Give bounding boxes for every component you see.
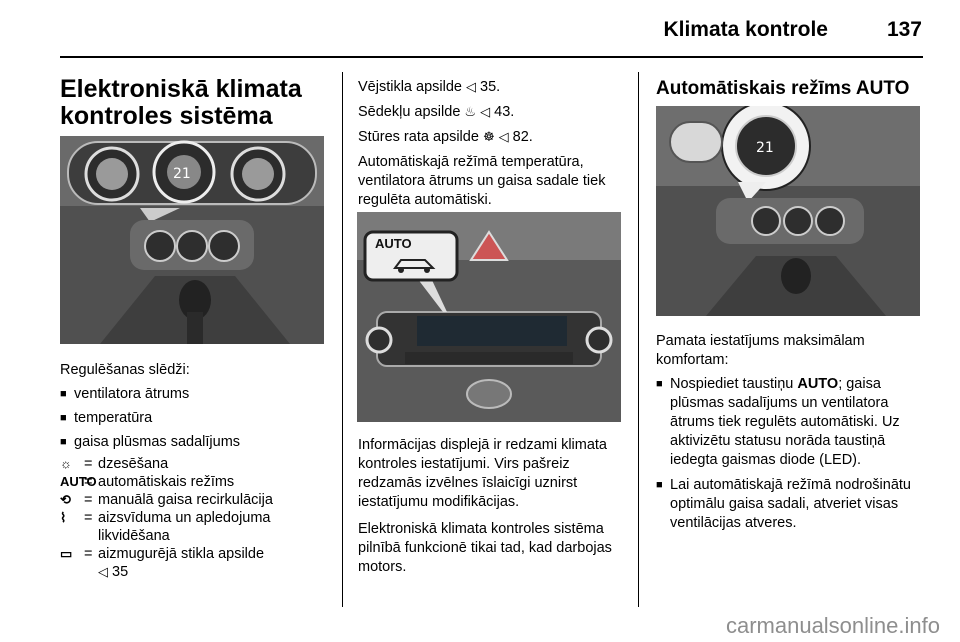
auto-label: AUTO (60, 474, 97, 489)
page-ref: 35 (112, 564, 129, 580)
list-item: gaisa plūsmas sadalījums (60, 433, 330, 452)
page-ref: 82. (512, 129, 533, 145)
running-header-title: Klimata kontrole (663, 18, 828, 41)
info-display-photo: AUTO (357, 212, 621, 422)
legend-definition: dzesēšana (98, 456, 169, 472)
page-ref-arrow-icon: ◁ (498, 130, 509, 145)
rear-window-heating-icon: ▭ (60, 546, 73, 561)
list-item: Lai automātiskajā režīmā nodrošinātu opt… (656, 476, 922, 533)
column-2-lower-text: Informācijas displejā ir redzami klimata… (358, 436, 630, 577)
symbol-legend: ☼ = dzesēšana AUTO = automātiskais režīm… (60, 455, 335, 582)
section-heading: Elektroniskā klimata kontroles sistēma (60, 75, 302, 130)
seat-heating-icon: ♨ (464, 105, 477, 120)
svg-text:21: 21 (173, 166, 191, 182)
page-ref-arrow-icon: ◁ (466, 80, 477, 95)
legend-definition: aizmugurējā stikla apsilde ◁ 35 (98, 546, 265, 580)
page-ref: 43. (494, 104, 515, 120)
controls-list: ventilatora ātrums temperatūra gaisa plū… (60, 385, 330, 457)
cooling-icon: ☼ (60, 456, 72, 471)
recirculation-icon: ⟲ (60, 492, 71, 507)
auto-mode-list: Nospiediet taustiņu AUTO; gaisa plūsmas … (656, 375, 922, 538)
defrost-icon: ⌇ (60, 510, 67, 525)
column-divider-1 (342, 72, 343, 607)
list-item: Nospiediet taustiņu AUTO; gaisa plūsmas … (656, 375, 922, 470)
legend-row: ⌇ = aizsvīduma un apledojuma likvidēšana (60, 509, 335, 545)
auto-button-label: AUTO (375, 236, 412, 251)
page-ref-arrow-icon: ◁ (480, 105, 491, 120)
windscreen-heating: Vējstikla apsilde (358, 79, 462, 95)
steering-wheel-heating: Stūres rata apsilde (358, 129, 479, 145)
auto-mode-paragraph: Automātiskajā režīmā temperatūra, ventil… (358, 154, 606, 208)
list-item: temperatūra (60, 409, 330, 428)
legend-definition: automātiskais režīms (98, 474, 235, 490)
engine-running-paragraph: Elektroniskā klimata kontroles sistēma p… (358, 521, 612, 575)
steering-wheel-icon: ☸ (482, 130, 495, 145)
svg-text:21: 21 (756, 140, 774, 156)
seat-heating: Sēdekļu apsilde (358, 104, 461, 120)
page-ref-arrow-icon: ◁ (98, 565, 108, 580)
legend-row: ⟲ = manuālā gaisa recirkulācija (60, 491, 335, 509)
info-display-paragraph: Informācijas displejā ir redzami klimata… (358, 437, 607, 510)
column-divider-2 (638, 72, 639, 607)
auto-button-photo: 21 (656, 106, 920, 316)
column-2-text: Vējstikla apsilde ◁ 35. Sēdekļu apsilde … (358, 78, 630, 210)
page-number: 137 (886, 18, 922, 41)
legend-row: AUTO = automātiskais režīms (60, 473, 335, 491)
climate-panel-photo: 21 (60, 136, 324, 344)
watermark: carmanualsonline.info (725, 613, 940, 638)
auto-key: AUTO (797, 376, 839, 392)
legend-row: ▭ = aizmugurējā stikla apsilde ◁ 35 (60, 545, 335, 582)
legend-definition: aizsvīduma un apledojuma likvidēšana (98, 510, 271, 544)
subsection-heading: Automātiskais režīms AUTO (656, 78, 910, 99)
comfort-intro: Pamata iestatījums maksimālam komfortam: (656, 333, 865, 368)
legend-definition: manuālā gaisa recirkulācija (98, 492, 273, 508)
controls-intro: Regulēšanas slēdži: (60, 362, 190, 378)
legend-row: ☼ = dzesēšana (60, 455, 335, 473)
page-ref: 35. (480, 79, 501, 95)
header-rule (60, 56, 923, 58)
list-item: ventilatora ātrums (60, 385, 330, 404)
